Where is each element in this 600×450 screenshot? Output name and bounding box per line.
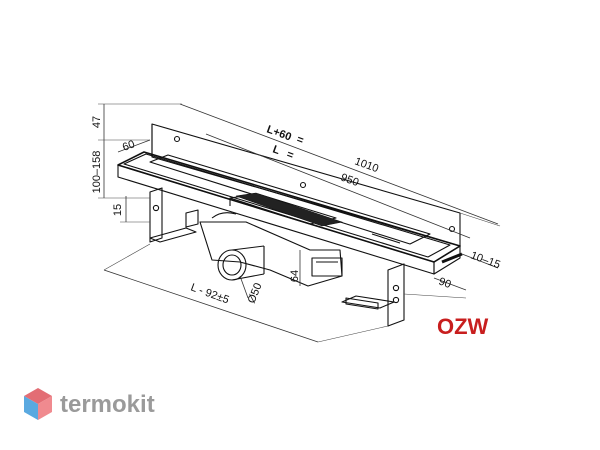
right-leg-hole-2	[392, 296, 400, 304]
left-bracket	[185, 209, 199, 228]
dim-l-minus-ext-left	[103, 243, 151, 271]
dim-90-ext	[403, 293, 467, 299]
channel-front-face	[117, 164, 435, 275]
label-47: 47	[91, 116, 103, 128]
grate-highlight	[371, 233, 401, 244]
right-leg-hole	[392, 284, 400, 292]
logo-cube-right	[38, 396, 52, 420]
right-foot	[341, 295, 395, 309]
label-l-eq-2: =	[285, 149, 295, 162]
label-l-minus: L - 92±5	[189, 282, 231, 307]
dim-l-minus-line	[103, 269, 319, 343]
dim-950-line	[205, 133, 471, 239]
dim-l-minus-ext-right	[317, 325, 389, 343]
right-leg	[387, 263, 405, 327]
label-o50: Ø50	[246, 281, 265, 305]
logo-cube-left	[24, 396, 38, 420]
siphon-box	[311, 257, 343, 277]
left-leg	[149, 187, 163, 243]
label-1010: 1010	[353, 156, 380, 176]
label-100-158: 100–158	[91, 151, 103, 194]
label-60: 60	[121, 138, 137, 153]
right-foot-slot	[345, 297, 379, 310]
outlet-pipe-inner	[222, 254, 242, 276]
dim-1010-ext-right	[459, 212, 501, 227]
left-leg-hole	[152, 204, 160, 212]
dim-90-line	[433, 277, 467, 291]
siphon-assembly	[199, 192, 344, 287]
screw-hole-3	[448, 225, 456, 233]
screw-hole-1	[173, 135, 181, 143]
mounting-legs	[149, 187, 405, 327]
label-10-15: 10–15	[469, 250, 502, 272]
dim-1010-line	[179, 103, 499, 225]
channel-inner-edge	[123, 153, 451, 258]
label-90: 90	[437, 276, 453, 291]
label-15: 15	[112, 204, 124, 216]
channel-end-cap	[433, 245, 461, 275]
label-l: L	[271, 144, 282, 158]
label-l-eq-1: =	[295, 134, 305, 147]
channel-body	[117, 123, 461, 275]
model-label: OZW	[437, 314, 489, 339]
dim-50-leader	[239, 275, 249, 299]
dimension-lines	[98, 103, 501, 343]
outlet-pipe-top	[231, 245, 265, 251]
left-foot	[149, 227, 197, 243]
siphon-dark-slot	[235, 192, 344, 227]
dim-10-15-arrow	[441, 252, 463, 264]
dim-10-15-line	[461, 253, 499, 269]
siphon-body	[199, 221, 343, 287]
brand-name: termokit	[60, 391, 155, 418]
label-950: 950	[339, 172, 360, 190]
screw-hole-2	[299, 181, 307, 189]
siphon-dome	[211, 212, 237, 219]
dim-60-line	[117, 139, 151, 153]
outlet-pipe-bottom	[231, 273, 265, 281]
brand-logo	[24, 388, 52, 420]
label-64: 64	[289, 270, 301, 282]
label-l-plus-60: L+60	[265, 124, 293, 144]
